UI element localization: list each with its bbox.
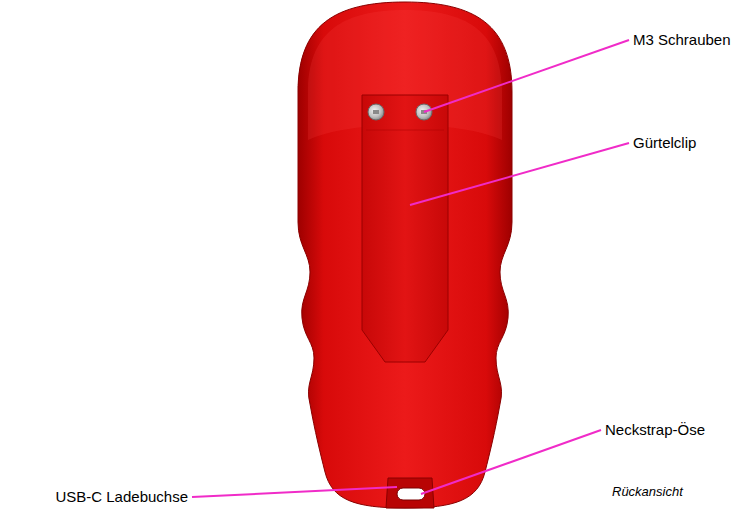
belt-clip-edge bbox=[366, 130, 444, 131]
bottom-recess bbox=[386, 478, 434, 508]
part-label: M3 Schrauben bbox=[633, 31, 731, 49]
screw-drive bbox=[373, 110, 427, 114]
leader-line bbox=[421, 430, 601, 494]
leader-line bbox=[424, 40, 629, 112]
leader-line bbox=[192, 487, 397, 497]
part-label: Gürtelclip bbox=[633, 134, 696, 152]
leader-line bbox=[410, 143, 629, 205]
view-caption: Rückansicht bbox=[612, 484, 683, 500]
part-label: USB-C Ladebuchse bbox=[55, 488, 188, 506]
part-label: Neckstrap-Öse bbox=[605, 421, 705, 439]
housing-body bbox=[298, 2, 512, 508]
neckstrap-eyelet bbox=[397, 488, 425, 500]
belt-clip bbox=[362, 95, 448, 362]
